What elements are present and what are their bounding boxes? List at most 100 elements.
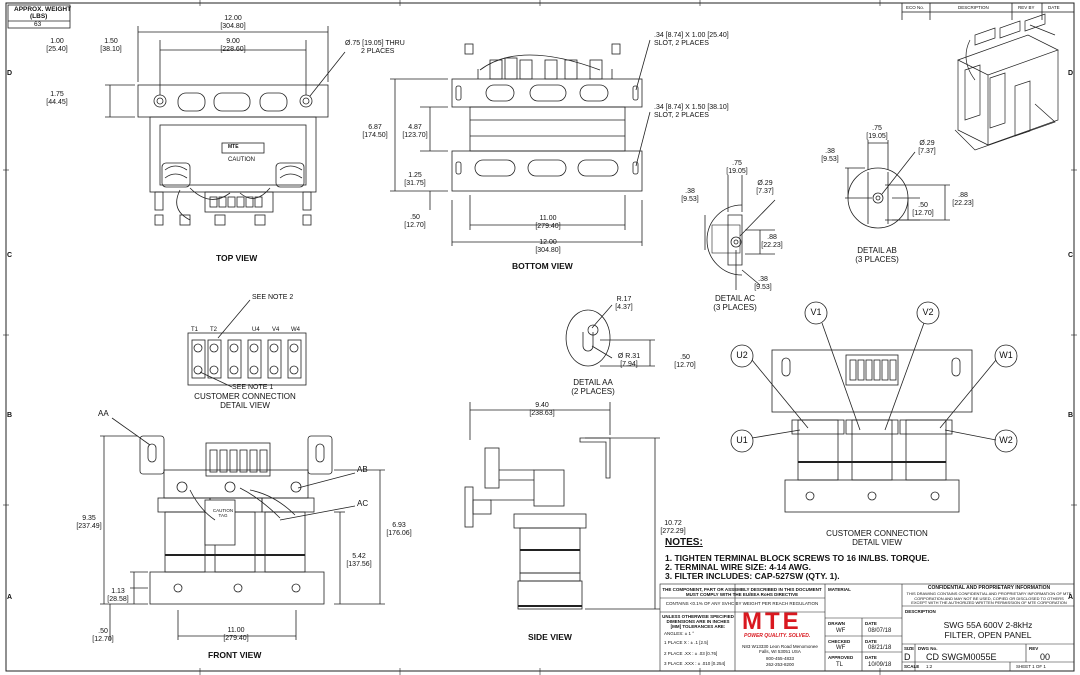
ac-dim-offset: .38[9.53] — [681, 188, 699, 203]
weight-unit: (LBS) — [30, 13, 48, 20]
tb-approved-label: APPROVED — [828, 655, 854, 660]
tb-drawn-date: 08/07/18 — [868, 628, 892, 634]
grid-right-b: B — [1068, 412, 1074, 419]
front-view-drawing — [100, 417, 385, 640]
front-dim-width: 11.00[279.40] — [223, 627, 249, 642]
tb-checked-label: CHECKED — [828, 639, 851, 644]
aa-dim-slot: Ø R.31[7.94] — [617, 353, 641, 368]
detail-ab-title: DETAIL AB(3 PLACES) — [855, 246, 899, 264]
grid-left-d: D — [7, 70, 13, 77]
bottom-view-title: BOTTOM VIEW — [512, 261, 573, 271]
bottom-dim-h4: .50[12.70] — [404, 214, 426, 229]
tb-rev-value: 00 — [1040, 652, 1051, 662]
cc-term-w4: W4 — [291, 327, 300, 333]
note-1: 1. TIGHTEN TERMINAL BLOCK SCREWS TO 16 I… — [665, 553, 930, 563]
tb-checked-date-label: DATE — [865, 639, 877, 644]
side-view-title: SIDE VIEW — [528, 632, 572, 642]
tb-tolerances-head: UNLESS OTHERWISE SPECIFIED DIMENSIONS AR… — [662, 614, 734, 629]
cc-see-note-1: SEE NOTE 1 — [232, 384, 274, 391]
front-dim-h3: 5.42[137.56] — [346, 553, 372, 568]
front-ac-callout: AC — [357, 499, 369, 508]
top-dim-overall: 12.00[304.80] — [220, 15, 246, 30]
front-dim-h1: 9.35[237.49] — [76, 515, 102, 530]
titleblock-lines — [659, 583, 1075, 672]
aa-dim-height: .50[12.70] — [674, 354, 696, 369]
tb-scale-label: SCALE — [904, 664, 920, 669]
rev-header-date: DATE — [1048, 5, 1060, 10]
tb-drawn-by: WF — [836, 628, 846, 634]
tb-description-line2: FILTER, OPEN PANEL — [944, 630, 1032, 640]
tb-approved-by: TL — [836, 662, 844, 668]
top-view-drawing — [105, 26, 346, 226]
detail-aa-drawing — [565, 304, 655, 367]
cc-term-t1: T1 — [191, 327, 199, 333]
tb-description-label: DESCRIPTION — [905, 609, 936, 614]
front-dim-h2: 6.93[176.06] — [386, 522, 412, 537]
tb-sheet: SHEET 1 OF 1 — [1016, 664, 1046, 669]
bottom-dim-w1: 11.00[279.40] — [535, 215, 561, 230]
cc-term-v4: V4 — [272, 327, 280, 333]
cc-view-drawing — [730, 301, 1018, 513]
tb-confidential-head: CONFIDENTIAL AND PROPRIETARY INFORMATION — [927, 585, 1051, 591]
notes-heading: NOTES: — [665, 537, 703, 548]
tb-material-label: MATERIAL — [828, 587, 851, 592]
mte-logo: MTE — [742, 608, 802, 635]
detail-ac-title: DETAIL AC(3 PLACES) — [713, 294, 757, 312]
bottom-slot2-callout: .34 [8.74] X 1.50 [38.10]SLOT, 2 PLACES — [654, 104, 729, 119]
top-dim-height: 1.75[44.45] — [46, 91, 68, 106]
tb-tol-3place: 3 PLACE .XXX : ± .010 [0.254] — [664, 661, 726, 666]
tb-tol-2place: 2 PLACE .XX : ± .03 [0.76] — [664, 651, 718, 656]
mte-tagline: POWER QUALITY. SOLVED. — [744, 633, 811, 639]
tb-description-line1: SWG 55A 600V 2-8kHz — [943, 620, 1033, 630]
grid-right-a: A — [1068, 594, 1074, 601]
ac-dim-bottom: .38[9.53] — [754, 276, 772, 291]
tb-checked-by: WF — [836, 645, 846, 651]
tb-reach: CONTAINS <0.1% OF ANY SVHC BY WEIGHT PER… — [665, 601, 819, 606]
ab-dim-hole: Ø.29[7.37] — [918, 140, 936, 155]
bubble-w1: W1 — [999, 350, 1013, 360]
top-dim-inner: 9.00[228.60] — [220, 38, 246, 53]
bubble-v1: V1 — [810, 307, 822, 317]
detail-ab-drawing — [845, 140, 950, 229]
front-ab-callout: AB — [357, 465, 368, 474]
tb-tol-1place: 1 PLACE X : ± .1 [2.5] — [664, 640, 708, 645]
side-view-drawing — [464, 402, 660, 610]
bubble-u1: U1 — [736, 435, 748, 445]
rev-header-revby: REV BY — [1018, 5, 1035, 10]
tb-size-label: SIZE — [904, 646, 915, 651]
ab-dim-bottom: .50[12.70] — [912, 202, 934, 217]
aa-dim-radius: R.17[4.37] — [615, 296, 633, 311]
tb-checked-date: 08/21/18 — [868, 645, 892, 651]
grid-right-d: D — [1068, 70, 1074, 77]
bottom-dim-h3: 1.25[31.75] — [404, 172, 426, 187]
top-view-title: TOP VIEW — [216, 253, 258, 263]
rev-header-desc: DESCRIPTION — [958, 5, 989, 10]
cc-term-t2: T2 — [210, 327, 218, 333]
tb-angles: ANGLES: ± 1 ° — [664, 631, 695, 636]
tb-confidential-body: THIS DRAWING CONTAINS CONFIDENTIAL AND P… — [906, 591, 1072, 605]
mte-address: N83 W13330 Leon Road Menomonee Falls, WI… — [742, 644, 818, 654]
grid-left-b: B — [7, 412, 13, 419]
tb-size-value: D — [904, 652, 911, 662]
detail-aa-title: DETAIL AA(2 PLACES) — [571, 378, 615, 396]
side-dim-height: 10.72[272.29] — [660, 520, 686, 535]
grid-left-a: A — [7, 594, 13, 601]
bubble-u2: U2 — [736, 350, 748, 360]
bottom-slot1-callout: .34 [8.74] X 1.00 [25.40]SLOT, 2 PLACES — [654, 32, 729, 47]
front-dim-h5: .50[12.70] — [92, 628, 114, 643]
weight-title: APPROX. WEIGHT — [14, 6, 72, 13]
mte-phone-1: 800-455-4833 — [766, 656, 795, 661]
tb-dwg-label: DWG No. — [918, 646, 938, 651]
front-caution-tag: CAUTION TAG — [212, 508, 234, 518]
ab-dim-offset: .38[9.53] — [821, 148, 839, 163]
front-aa-callout: AA — [98, 409, 109, 418]
tb-drawn-date-label: DATE — [865, 621, 877, 626]
top-brand-label: MTE — [228, 144, 239, 150]
cc-term-u4: U4 — [252, 327, 260, 333]
bubble-w2: W2 — [999, 435, 1013, 445]
tb-rev-label: REV — [1029, 646, 1039, 651]
bottom-dim-h1: 6.87[174.50] — [362, 124, 388, 139]
weight-value: 63 — [34, 21, 42, 28]
bottom-dim-w2: 12.00[304.80] — [535, 239, 561, 254]
